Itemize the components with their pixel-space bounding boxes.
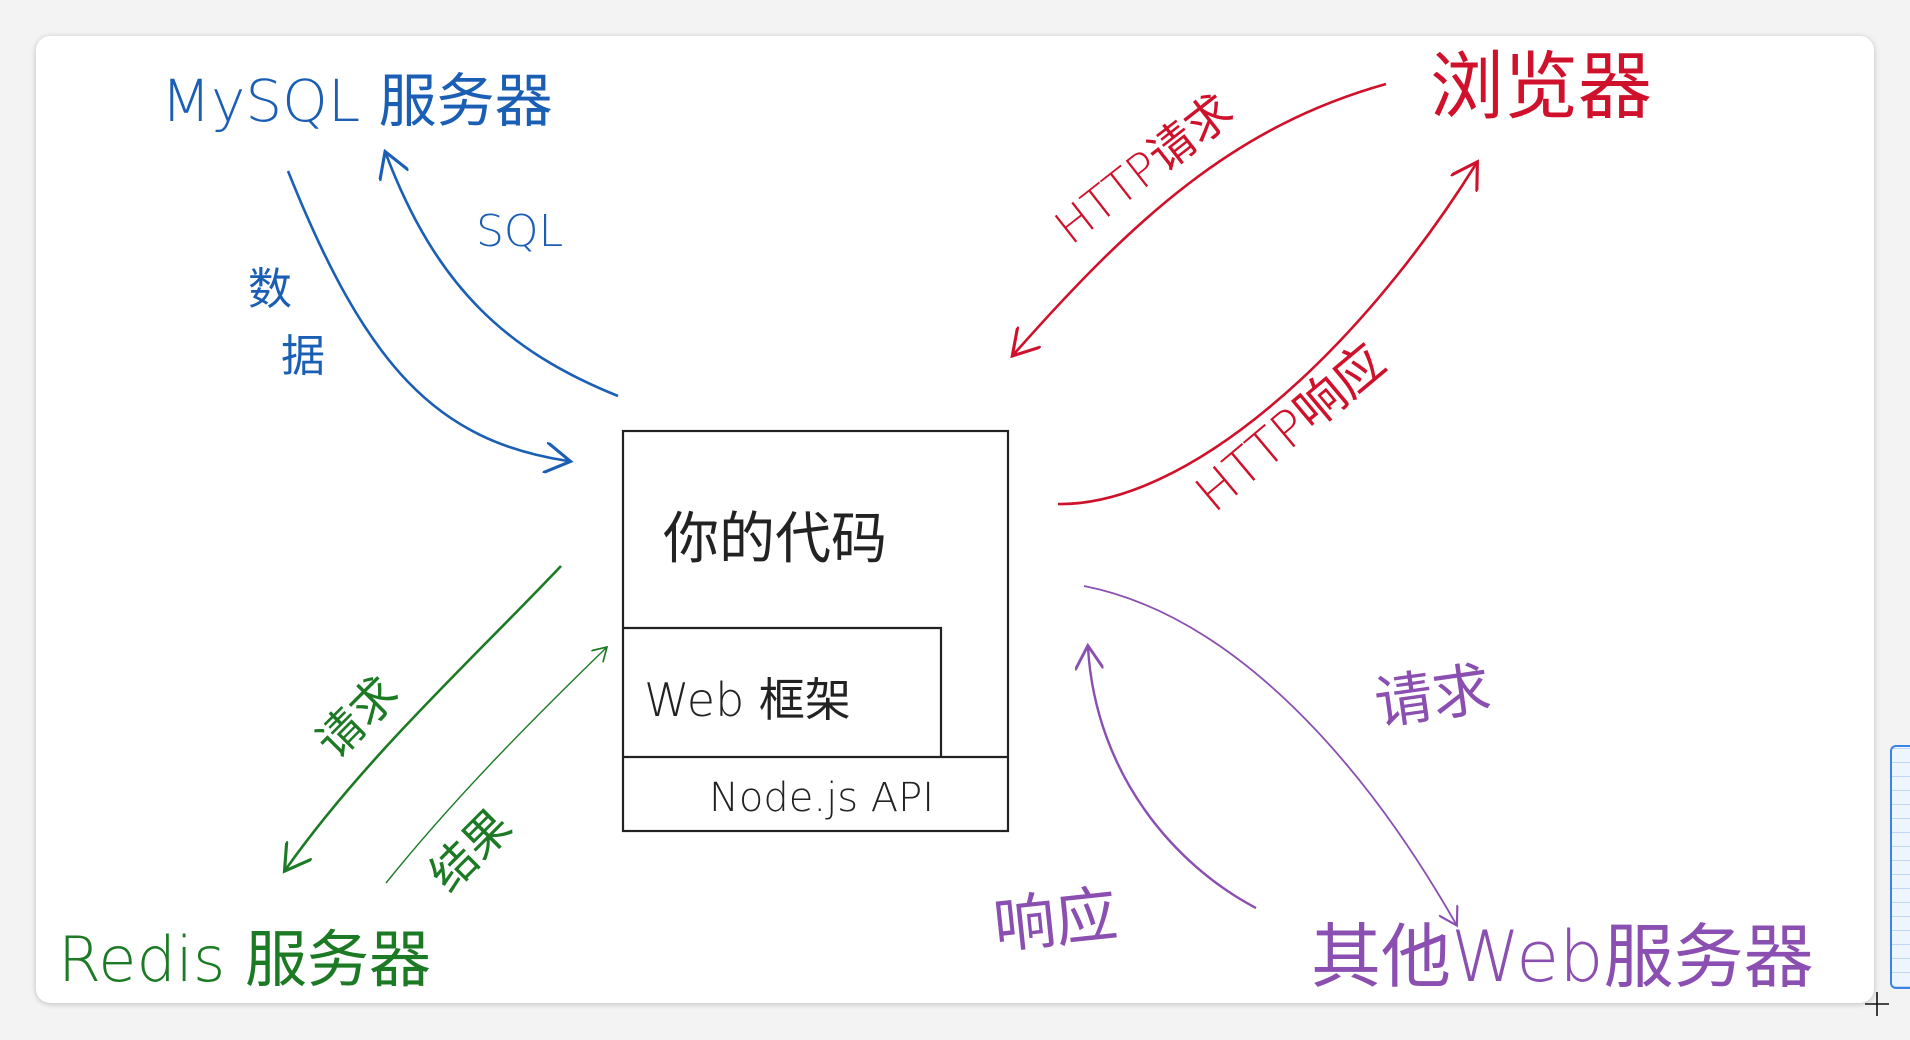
- redis-result-label: 结果: [419, 799, 522, 902]
- whiteboard-card: 你的代码 Web 框架 Node.js API MySQL 服务器 SQL 数 …: [36, 36, 1874, 1003]
- your-code-box: [621, 429, 1010, 833]
- other-response-label: 响应: [990, 877, 1121, 963]
- other-request-arrow: [1083, 585, 1456, 924]
- http-response-label: HTTP响应: [1184, 332, 1396, 523]
- mysql-data-label-1: 数: [248, 264, 292, 315]
- redis-request-label: 请求: [306, 666, 409, 769]
- node-api-label: Node.js API: [709, 775, 934, 821]
- other-web-server-label: 其他Web服务器: [1311, 916, 1814, 998]
- mysql-sql-label: SQL: [476, 206, 563, 257]
- browser-label: 浏览器: [1430, 44, 1652, 130]
- other-request-label: 请求: [1370, 654, 1494, 737]
- other-response-arrow: [1088, 648, 1257, 910]
- mysql-server-label: MySQL 服务器: [161, 67, 553, 135]
- redis-request-arrow: [286, 565, 562, 869]
- mysql-data-label-2: 据: [281, 331, 325, 382]
- mysql-sql-arrow: [386, 154, 619, 398]
- crosshair-cursor-icon: [1865, 992, 1889, 1016]
- your-code-label: 你的代码: [663, 507, 887, 572]
- http-request-label: HTTP请求: [1045, 83, 1244, 255]
- architecture-diagram: 你的代码 Web 框架 Node.js API MySQL 服务器 SQL 数 …: [58, 44, 1814, 998]
- core-stack: [621, 429, 1010, 833]
- http-request-arrow: [1014, 82, 1387, 354]
- redis-server-label: Redis 服务器: [58, 923, 431, 996]
- mysql-data-arrow: [286, 170, 568, 461]
- redis-result-arrow: [385, 648, 606, 884]
- web-framework-label: Web 框架: [644, 673, 851, 727]
- web-framework-box: [623, 626, 943, 757]
- http-response-arrow: [1057, 164, 1476, 506]
- side-panel-tab[interactable]: [1890, 745, 1910, 989]
